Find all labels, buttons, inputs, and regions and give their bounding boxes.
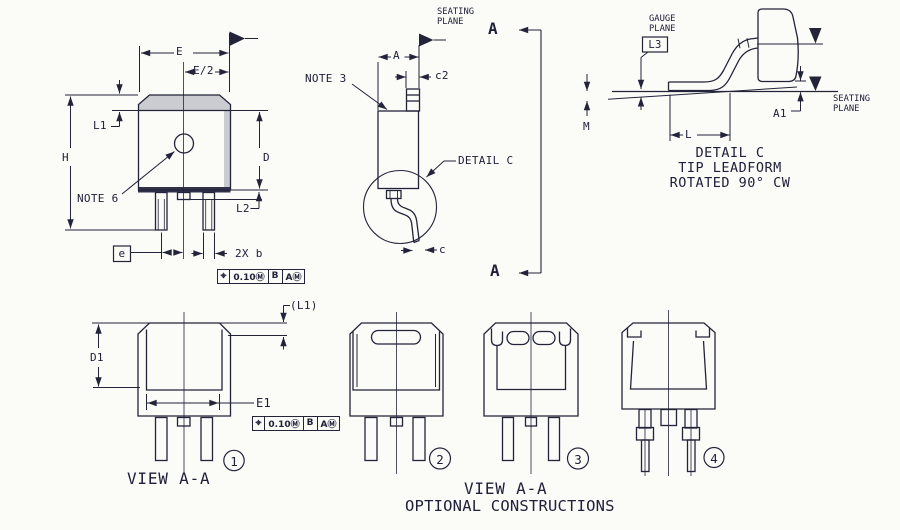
dim-label-L2: L2 — [236, 202, 250, 215]
front-view-outline — [137, 62, 232, 259]
construction-number-1: 1 — [230, 454, 238, 469]
fcf-datum-a: AⓂ — [320, 419, 337, 430]
dim-label-L3: L3 — [648, 38, 662, 51]
detail-c-rotation-note: ROTATED 90° CW — [669, 175, 791, 191]
fcf-datum-b: B — [269, 269, 283, 283]
detail-c-subtitle: TIP LEADFORM — [678, 160, 782, 176]
construction-number-3: 3 — [574, 452, 582, 467]
dim-label-M: M — [583, 120, 590, 133]
construction-number-2: 2 — [436, 452, 444, 467]
view-a-a-caption: VIEW A-A — [464, 479, 548, 498]
side-view-dimensions — [351, 33, 456, 254]
detail-c-title: DETAIL C — [695, 145, 765, 161]
dim-label-c: c — [439, 243, 446, 256]
front-top-shading — [139, 95, 230, 110]
optional-constructions-caption: OPTIONAL CONSTRUCTIONS — [405, 497, 615, 515]
construction-number-4: 4 — [710, 451, 718, 466]
feature-control-frame: ⌖ 0.10Ⓜ B AⓂ — [251, 415, 341, 431]
fcf-tolerance: 0.10Ⓜ — [230, 269, 269, 283]
dim-label-A1: A1 — [773, 107, 787, 120]
mounting-hole — [173, 133, 195, 154]
note3-label: NOTE 3 — [305, 72, 347, 85]
feature-control-frame: ⌖ 0.10Ⓜ B AⓂ — [216, 268, 306, 284]
dim-label-E1: E1 — [256, 396, 272, 410]
view-1-outline — [92, 312, 287, 474]
dim-label-e: e — [118, 247, 126, 260]
note6-leader — [121, 151, 175, 195]
view-3-outline — [483, 312, 579, 474]
section-letter-top: A — [488, 19, 498, 38]
seating-plane-label: PLANE — [833, 104, 860, 114]
datum-flag-icon — [809, 28, 822, 44]
detail-c-circle — [362, 169, 438, 245]
detail-c-dimensions — [583, 36, 806, 141]
datum-flag-icon — [809, 76, 822, 91]
dim-label-L1: L1 — [93, 119, 107, 132]
construction-number-circles — [223, 446, 725, 472]
gauge-plane-label: PLANE — [649, 24, 676, 34]
tilt-line — [607, 86, 798, 100]
position-symbol-icon: ⌖ — [218, 269, 231, 283]
gauge-plane-label: GAUGE — [649, 14, 676, 24]
detail-c-callout: DETAIL C — [458, 154, 514, 167]
dim-label-L1-ref: (L1) — [290, 299, 318, 312]
view-4-outline — [621, 310, 716, 476]
gauge-plane-box — [641, 36, 669, 53]
dim-label-E2: E/2 — [193, 64, 214, 77]
dim-label-c2: c2 — [435, 69, 449, 82]
seating-plane-label: SEATING — [833, 94, 871, 104]
section-letter-bottom: A — [490, 261, 500, 280]
datum-flag-icon — [419, 33, 434, 47]
note6-label: NOTE 6 — [77, 192, 119, 205]
lead-body-section — [757, 8, 799, 83]
detail-c-leader — [426, 160, 445, 178]
dim-label-D1: D1 — [90, 351, 104, 364]
dim-label-L: L — [685, 128, 692, 141]
dim-label-D: D — [263, 151, 270, 164]
datum-flag-icon — [229, 31, 245, 46]
section-a-a-line — [519, 26, 542, 277]
front-right-shading — [224, 110, 230, 187]
fcf-datum-b: B — [304, 416, 318, 430]
dim-label-E: E — [176, 45, 183, 58]
dim-label-H: H — [62, 151, 69, 164]
detail-c-outline — [607, 8, 838, 100]
note3-leader — [351, 83, 388, 110]
pitch-symbol-box — [112, 245, 132, 263]
fcf-datum-a: AⓂ — [285, 272, 302, 283]
view-1-dimensions — [93, 305, 290, 410]
fcf-tolerance: 0.10Ⓜ — [265, 416, 304, 430]
side-view-outline — [362, 88, 438, 245]
position-symbol-icon: ⌖ — [253, 416, 266, 430]
dim-label-A: A — [393, 49, 400, 62]
view-2-outline — [349, 312, 444, 474]
view-a-a-caption: VIEW A-A — [127, 469, 211, 488]
seating-plane-label: SEATING — [437, 7, 475, 17]
dim-label-2xb: 2X b — [235, 247, 263, 260]
seating-plane-label: PLANE — [437, 17, 464, 27]
front-view-dimensions — [65, 31, 268, 263]
